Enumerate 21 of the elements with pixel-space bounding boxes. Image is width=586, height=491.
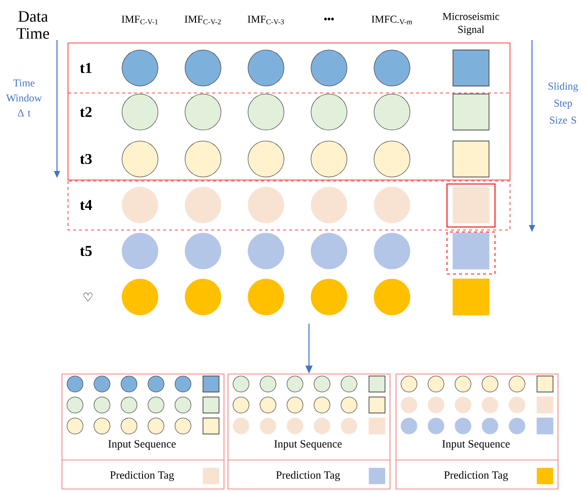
row-label: t4	[80, 200, 92, 210]
row-label: t2	[80, 106, 92, 118]
panel-label: Input Sequence	[108, 440, 176, 450]
column-heading: IMF$_{C-V-2}$	[184, 16, 221, 24]
panel-label: Input Sequence	[442, 440, 510, 450]
column-heading: Data Time	[16, 11, 50, 39]
panel-label: Input Sequence	[274, 440, 342, 450]
column-heading: IMF$_{C-V-3}$	[248, 16, 284, 24]
column-heading: IMF$_{C-V-1}$	[122, 16, 158, 24]
panel-label: Prediction Tag	[110, 471, 174, 481]
panel-label: Prediction Tag	[444, 471, 508, 481]
row-label: ♡	[84, 292, 92, 302]
row-label: t5	[80, 246, 92, 256]
column-heading: IMFC$_{-V-m}$	[372, 16, 412, 24]
axis-label: Time Window Δ t	[6, 79, 42, 117]
panel-label: Prediction Tag	[276, 471, 340, 481]
axis-label: Sliding Step Size S	[548, 82, 578, 124]
row-label: t3	[80, 154, 92, 164]
column-heading: •••	[324, 18, 334, 20]
column-heading: Microseismic Signal	[442, 12, 500, 36]
row-label: t1	[80, 62, 92, 74]
